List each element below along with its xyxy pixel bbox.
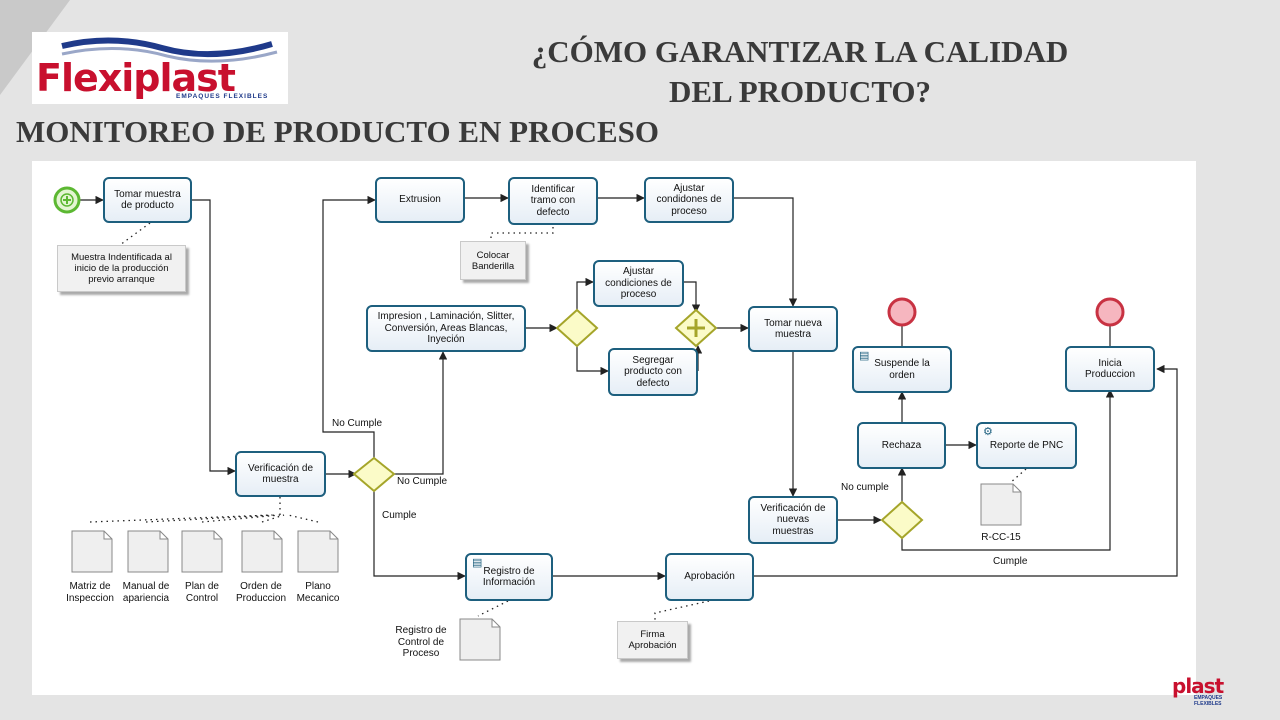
flow-aprobacion-to-inicia xyxy=(754,364,1178,577)
gateway-impresion xyxy=(555,308,599,348)
gear-icon: ⚙ xyxy=(983,426,993,438)
script-icon: ▤ xyxy=(472,557,483,569)
title-line-1: ¿CÓMO GARANTIZAR LA CALIDAD xyxy=(531,34,1069,69)
doc-rcc15-icon xyxy=(980,483,1022,526)
gateway-parallel xyxy=(674,308,718,348)
end-event-suspende xyxy=(887,297,917,327)
assoc-registro-doc xyxy=(477,600,509,617)
task-extrusion: Extrusion xyxy=(375,177,465,223)
diagram-connectors xyxy=(53,186,1178,661)
label-cumple-left: Cumple xyxy=(382,510,417,521)
start-event xyxy=(53,186,81,214)
flow-gw4-to-inicia xyxy=(901,389,1115,551)
flexiplast-logo: Flexiplast EMPAQUES FLEXIBLES xyxy=(32,32,288,104)
assoc-tomar-note xyxy=(119,222,151,246)
title-line-2: DEL PRODUCTO? xyxy=(668,74,932,109)
flow-gw-to-impresion xyxy=(394,351,448,475)
task-reporte-pnc: ⚙ Reporte de PNC xyxy=(976,422,1077,469)
task-rechaza: Rechaza xyxy=(857,422,946,469)
task-aprobacion: Aprobación xyxy=(665,553,754,601)
doc-orden-icon xyxy=(241,530,283,573)
label-cumple-right: Cumple xyxy=(993,556,1028,567)
page-title: ¿CÓMO GARANTIZAR LA CALIDAD DEL PRODUCTO… xyxy=(480,32,1120,112)
footer-logo: plast EMPAQUES FLEXIBLES xyxy=(1172,674,1248,707)
flow-gw-to-registro xyxy=(373,491,466,581)
logo-tagline: EMPAQUES FLEXIBLES xyxy=(176,93,269,100)
flow-gw2-to-ajustar xyxy=(576,277,594,310)
assoc-verif-docs xyxy=(89,497,319,523)
footer-logo-tagline: EMPAQUES FLEXIBLES xyxy=(1194,695,1223,707)
logo-wordmark: Flexiplast xyxy=(36,56,236,100)
end-event-inicia xyxy=(1095,297,1125,327)
label-no-cumple-mid: No Cumple xyxy=(397,476,448,487)
flow-gw-nocumple-up xyxy=(322,195,376,458)
flow-gw2-to-segregar xyxy=(576,346,609,376)
label-no-cumple-top: No Cumple xyxy=(332,418,383,429)
doc-rcc15-label: R-CC-15 xyxy=(981,532,1021,543)
assoc-reporte-doc xyxy=(1009,468,1027,484)
assoc-aprobacion-note xyxy=(654,600,710,621)
flow-tomar-to-verif xyxy=(192,199,236,476)
doc-manual-icon xyxy=(127,530,169,573)
flow-ajustar-to-tomar-nueva xyxy=(734,197,798,307)
doc-plano-icon xyxy=(297,530,339,573)
doc-registro-icon xyxy=(459,618,501,661)
gateway-nuevas xyxy=(880,500,924,540)
footer-logo-wordmark: plast xyxy=(1172,674,1224,698)
gateway-verificacion xyxy=(352,456,396,493)
label-no-cumple-right: No cumple xyxy=(841,482,889,493)
assoc-identificar-note xyxy=(490,227,554,241)
logo-swoosh xyxy=(61,37,278,63)
task-impresion: Impresion , Laminación, Slitter,Conversi… xyxy=(366,305,526,352)
script-icon: ▤ xyxy=(859,350,870,362)
flow-ajustar-to-gw3 xyxy=(684,281,701,313)
section-subtitle: MONITOREO DE PRODUCTO EN PROCESO xyxy=(16,114,660,149)
doc-matriz-icon xyxy=(71,530,113,573)
doc-plan-icon xyxy=(181,530,223,573)
